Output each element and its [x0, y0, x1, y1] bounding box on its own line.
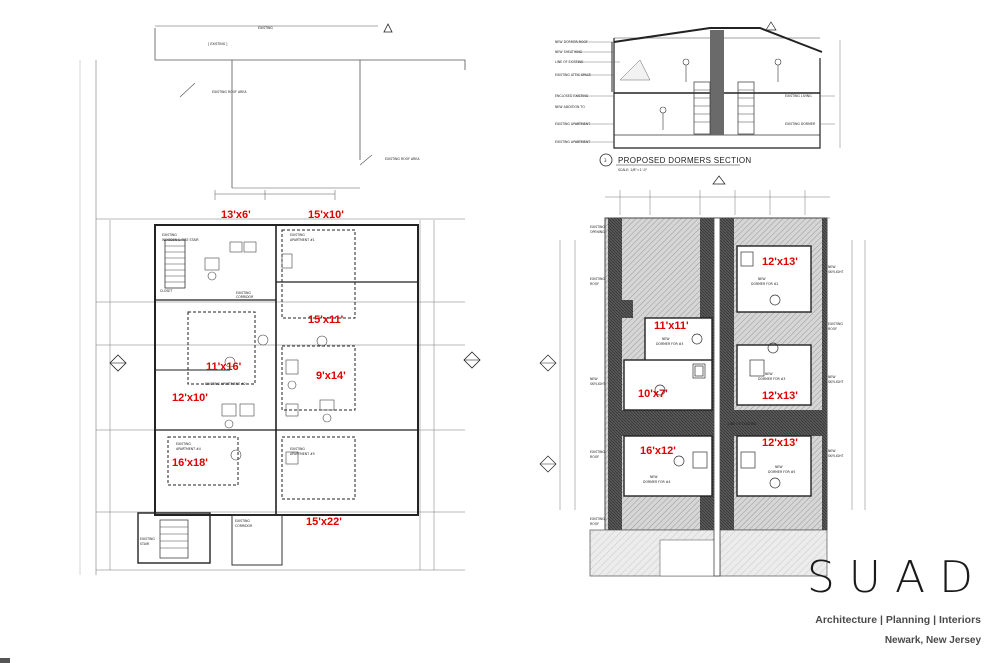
svg-text:DORMER FOR #4: DORMER FOR #4 [643, 480, 670, 484]
svg-text:EXISTING: EXISTING [590, 450, 605, 454]
svg-text:EXISTING: EXISTING [290, 233, 305, 237]
svg-text:CORRIDOR: CORRIDOR [235, 524, 253, 528]
svg-text:EXISTING: EXISTING [590, 517, 605, 521]
svg-text:EXISTING: EXISTING [140, 537, 155, 541]
svg-text:NEW: NEW [662, 337, 670, 341]
svg-text:OPENING: OPENING [590, 230, 605, 234]
svg-text:EXISTING LIVING: EXISTING LIVING [785, 94, 812, 98]
svg-text:EXISTING APARTMENT #2: EXISTING APARTMENT #2 [205, 382, 246, 386]
svg-text:SKYLIGHT: SKYLIGHT [828, 454, 844, 458]
room-dim-label: 13'x6' [221, 209, 251, 221]
svg-text:ROOF: ROOF [590, 455, 599, 459]
svg-text:SKYLIGHT: SKYLIGHT [590, 382, 606, 386]
section-title: PROPOSED DORMERS SECTION [618, 156, 751, 165]
svg-text:DORMER FOR #5: DORMER FOR #5 [768, 470, 795, 474]
section-title-block: 3 PROPOSED DORMERS SECTION SCALE: 1/8"=1… [599, 153, 751, 172]
section-number: 3 [604, 158, 607, 163]
svg-text:EXISTING ROOF AREA: EXISTING ROOF AREA [212, 90, 247, 94]
room-dim-label: 12'x13' [762, 437, 798, 449]
svg-text:EXISTING APARTMENT: EXISTING APARTMENT [555, 140, 590, 144]
svg-text:NEW: NEW [590, 377, 598, 381]
svg-text:LINE OF EXISTING: LINE OF EXISTING [728, 422, 757, 426]
svg-text:EXISTING: EXISTING [162, 233, 177, 237]
svg-text:EXISTING ATTIC SPACE: EXISTING ATTIC SPACE [555, 73, 591, 77]
svg-text:DORMER FOR #3: DORMER FOR #3 [758, 377, 785, 381]
svg-text:ENCLOSED EXISTING: ENCLOSED EXISTING [555, 94, 589, 98]
svg-text:EXISTING: EXISTING [235, 519, 250, 523]
room-dim-label: 16'x12' [640, 445, 676, 457]
svg-text:DORMER FOR #2: DORMER FOR #2 [751, 282, 778, 286]
corner-mark [0, 658, 10, 663]
brand-block: SUAD Architecture | Planning | Interiors… [791, 556, 981, 647]
dormer-plan-room-dimensions: 12'x13' 11'x11' 10'x7' 12'x13' 16'x12' 1… [638, 256, 798, 457]
svg-text:APARTMENT #5: APARTMENT #5 [290, 452, 315, 456]
svg-text:NEW: NEW [828, 265, 836, 269]
svg-text:EXISTING: EXISTING [828, 322, 843, 326]
svg-text:NEW ADDITION TO: NEW ADDITION TO [555, 105, 585, 109]
svg-text:[ EXISTING ]: [ EXISTING ] [208, 42, 227, 46]
svg-text:ROOF: ROOF [590, 282, 599, 286]
svg-text:LINE OF EXISTING: LINE OF EXISTING [555, 60, 584, 64]
room-dim-label: 12'x13' [762, 256, 798, 268]
svg-text:NEW: NEW [775, 465, 783, 469]
room-dim-label: 16'x18' [172, 457, 208, 469]
svg-text:EXISTING ROOF AREA: EXISTING ROOF AREA [385, 157, 420, 161]
svg-text:NEW DORMER ROOF: NEW DORMER ROOF [555, 40, 588, 44]
dormer-plan [539, 175, 866, 577]
svg-text:ROOF: ROOF [590, 522, 599, 526]
svg-text:NEW: NEW [765, 372, 773, 376]
svg-text:NEW: NEW [758, 277, 766, 281]
floor-plan-room-dimensions: 13'x6' 15'x10' 15'x11' 11'x16' 9'x14' 12… [172, 209, 346, 528]
svg-text:EXISTING: EXISTING [236, 291, 251, 295]
svg-text:APARTMENT #1: APARTMENT #1 [290, 238, 315, 242]
floor-plan [79, 23, 481, 575]
room-dim-label: 9'x14' [316, 370, 346, 382]
dormer-section-annotations: NEW DORMER ROOF NEW SHEATHING LINE OF EX… [555, 40, 816, 144]
svg-text:CLOSET: CLOSET [160, 289, 172, 293]
svg-text:EXISTING: EXISTING [176, 442, 191, 446]
svg-text:EXISTING: EXISTING [258, 26, 273, 30]
brand-tagline: Architecture | Planning | Interiors [815, 614, 981, 626]
svg-text:SCALE: 1/8"=1'-0": SCALE: 1/8"=1'-0" [618, 168, 648, 172]
room-dim-label: 15'x22' [306, 516, 342, 528]
dormer-plan-annotations: EXISTING OPENING EXISTING ROOF NEW SKYLI… [590, 225, 844, 526]
room-dim-label: 11'x16' [206, 361, 242, 373]
svg-text:STAIR: STAIR [140, 542, 150, 546]
svg-text:ROOF: ROOF [828, 327, 837, 331]
brand-location: Newark, New Jersey [884, 635, 981, 646]
room-dim-label: 11'x11' [654, 320, 689, 332]
room-dim-label: 15'x10' [308, 209, 344, 221]
floor-plan-annotations: EXISTING [ EXISTING ] EXISTING ROOF AREA… [140, 26, 420, 546]
svg-text:WOODEN & FIRE STAIR: WOODEN & FIRE STAIR [162, 238, 199, 242]
svg-text:EXISTING: EXISTING [590, 277, 605, 281]
svg-text:EXISTING DORMER: EXISTING DORMER [785, 122, 816, 126]
svg-text:APARTMENT #4: APARTMENT #4 [176, 447, 201, 451]
svg-text:NEW: NEW [650, 475, 658, 479]
svg-text:NEW: NEW [828, 375, 836, 379]
svg-text:NEW SHEATHING: NEW SHEATHING [555, 50, 583, 54]
svg-text:NEW: NEW [828, 449, 836, 453]
dormer-section [575, 21, 841, 149]
room-dim-label: 10'x7' [638, 388, 668, 400]
svg-text:SKYLIGHT: SKYLIGHT [828, 380, 844, 384]
room-dim-label: 12'x13' [762, 390, 798, 402]
room-dim-label: 15'x11' [308, 314, 344, 326]
svg-text:SKYLIGHT: SKYLIGHT [828, 270, 844, 274]
svg-text:DORMER FOR #3: DORMER FOR #3 [656, 342, 683, 346]
svg-text:CORRIDOR: CORRIDOR [236, 295, 254, 299]
svg-text:EXISTING APARTMENT: EXISTING APARTMENT [555, 122, 590, 126]
svg-text:EXISTING: EXISTING [590, 225, 605, 229]
svg-text:EXISTING: EXISTING [290, 447, 305, 451]
brand-logo: SUAD [806, 552, 987, 603]
room-dim-label: 12'x10' [172, 392, 208, 404]
